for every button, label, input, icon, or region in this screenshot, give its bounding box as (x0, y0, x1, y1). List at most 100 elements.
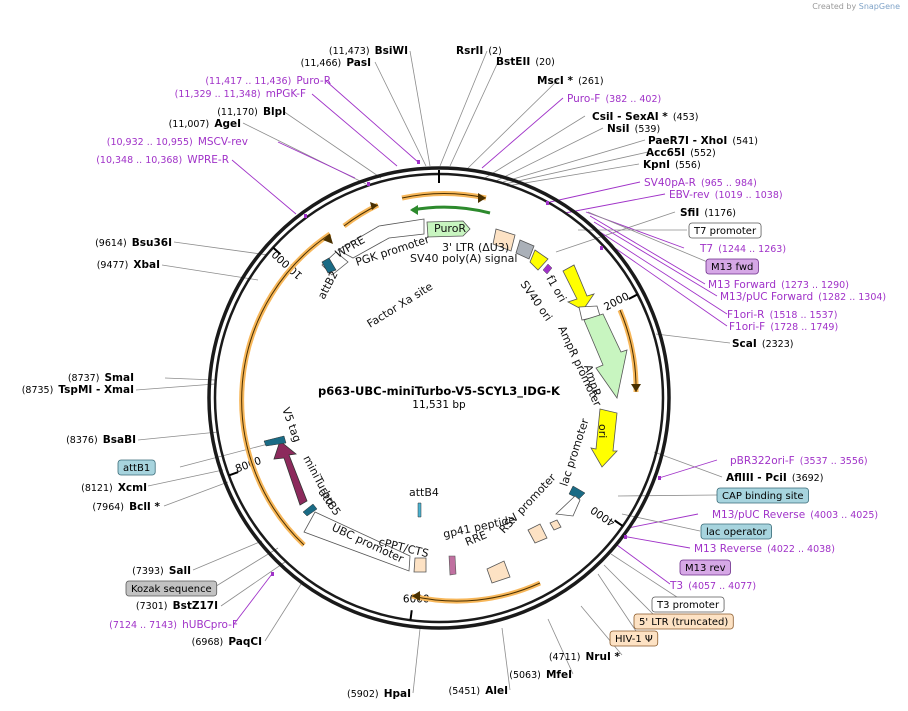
site-name: WPRE-R (187, 154, 229, 166)
primer-site-42[interactable]: F1ori-R (1518 .. 1537) (727, 303, 837, 322)
enzyme-site-12[interactable]: (8376) BsaBI (66, 428, 136, 447)
primer-site-40[interactable]: M13 Forward (1273 .. 1290) (708, 273, 849, 292)
lac-promoter-feature[interactable] (555, 495, 581, 517)
enzyme-site-46[interactable]: AflIII - PciI (3692) (726, 466, 823, 485)
miniturbo-feature[interactable] (273, 440, 308, 506)
attb4-feature[interactable] (417, 502, 422, 518)
rsv-promoter-feature[interactable] (527, 523, 548, 544)
primer-site-35[interactable]: EBV-rev (1019 .. 1038) (669, 183, 783, 202)
enzyme-site-11[interactable]: (8735) TspMI - XmaI (22, 378, 134, 397)
enzyme-site-18[interactable]: (7301) BstZ17I (136, 594, 218, 613)
primer-site-3[interactable]: (11,329 .. 11,348) mPGK-F (175, 82, 306, 101)
site-name: EBV-rev (669, 189, 710, 201)
feature-box-54[interactable]: 5' LTR (truncated) (633, 613, 734, 630)
primer-site-43[interactable]: F1ori-F (1728 .. 1749) (729, 315, 838, 334)
feature-box-label: M13 fwd (711, 262, 753, 273)
tick-mark (628, 293, 639, 300)
primer-site-6[interactable]: (10,932 .. 10,955) MSCV-rev (107, 130, 248, 149)
primer-site-45[interactable]: pBR322ori-F (3537 .. 3556) (730, 449, 868, 468)
site-name: KpnI (643, 159, 670, 171)
enzyme-site-16[interactable]: (7393) SalI (132, 559, 191, 578)
site-name: mPGK-F (266, 88, 306, 100)
primer-site-28[interactable]: Puro-F (382 .. 402) (567, 87, 661, 106)
site-name: Bsu36I (132, 237, 172, 249)
enzyme-site-5[interactable]: (11,007) AgeI (169, 112, 241, 131)
enzyme-site-21[interactable]: (5902) HpaI (347, 682, 411, 701)
enzyme-site-36[interactable]: SfiI (1176) (680, 201, 736, 220)
sv40-ori-small-feature[interactable] (529, 249, 549, 271)
enzyme-site-15[interactable]: (7964) BclI * (92, 495, 160, 514)
puror-orf-arrowhead (410, 205, 418, 215)
enzyme-site-14[interactable]: (8121) XcmI (81, 476, 147, 495)
enzyme-site-24[interactable]: (4711) NruI * (549, 645, 621, 664)
feature-label-f1-ori: f1 ori (543, 273, 569, 304)
pgk-promoter-feature[interactable] (337, 218, 425, 259)
primer-site-52[interactable]: T3 (4057 .. 4077) (669, 574, 756, 593)
ori-feature[interactable] (590, 408, 618, 468)
primer-site-50[interactable]: M13 Reverse (4022 .. 4038) (694, 537, 835, 556)
ltr3-feature[interactable] (492, 228, 516, 252)
enzyme-site-25[interactable]: RsrII (2) (456, 39, 502, 58)
enzyme-site-1[interactable]: (11,466) PasI (301, 51, 371, 70)
site-position: (5063) (509, 670, 541, 681)
site-position: (382 .. 402) (605, 94, 661, 105)
v5-tag-feature[interactable] (263, 435, 287, 447)
enzyme-site-20[interactable]: (6968) PaqCI (192, 630, 262, 649)
feature-box-37[interactable]: T7 promoter (688, 222, 762, 239)
enzyme-site-32[interactable]: Acc65I (552) (646, 141, 716, 160)
site-position: (261) (578, 76, 604, 87)
site-position: (11,473) (329, 46, 370, 57)
feature-box-13[interactable]: attB1 (117, 459, 156, 476)
enzyme-site-22[interactable]: (5451) AleI (449, 679, 508, 698)
enzyme-site-44[interactable]: ScaI (2323) (732, 332, 793, 351)
enzyme-site-29[interactable]: CsiI - SexAI * (453) (592, 105, 698, 124)
enzyme-site-8[interactable]: (9614) Bsu36I (95, 231, 172, 250)
feature-box-39[interactable]: M13 fwd (705, 258, 759, 275)
site-position: (1273 .. 1290) (781, 280, 849, 291)
site-name: T7 (699, 243, 713, 255)
cppt-feature[interactable] (413, 557, 427, 573)
enzyme-site-10[interactable]: (8737) SmaI (68, 366, 134, 385)
site-position: (11,329 .. 11,348) (175, 89, 261, 100)
enzyme-site-30[interactable]: NsiI (539) (607, 117, 660, 136)
enzyme-site-31[interactable]: PaeR7I - XhoI (541) (648, 129, 758, 148)
ampr-feature[interactable] (583, 313, 628, 399)
feature-box-51[interactable]: M13 rev (679, 559, 731, 576)
ubc-promoter-feature[interactable] (303, 511, 411, 572)
feature-box-17[interactable]: Kozak sequence (125, 580, 218, 597)
site-name: ScaI (732, 338, 757, 350)
f1-ori-feature[interactable] (562, 264, 595, 311)
primer-site-48[interactable]: M13/pUC Reverse (4003 .. 4025) (712, 503, 878, 522)
site-name: MSCV-rev (198, 136, 248, 148)
feature-box-53[interactable]: T3 promoter (651, 596, 725, 613)
rre-feature[interactable] (486, 560, 511, 584)
primer-site-41[interactable]: M13/pUC Forward (1282 .. 1304) (720, 285, 886, 304)
enzyme-site-33[interactable]: KpnI (556) (643, 153, 701, 172)
feature-box-label: HIV-1 Ψ (615, 634, 653, 645)
enzyme-site-9[interactable]: (9477) XbaI (97, 253, 160, 272)
primer-site-19[interactable]: (7124 .. 7143) hUBCpro-F (109, 613, 238, 632)
primer-site-34[interactable]: SV40pA-R (965 .. 984) (644, 171, 757, 190)
feature-box-55[interactable]: HIV-1 Ψ (609, 630, 659, 647)
site-position: (5451) (449, 686, 481, 697)
enzyme-site-23[interactable]: (5063) MfeI (509, 663, 572, 682)
primer-site-38[interactable]: T7 (1244 .. 1263) (699, 237, 786, 256)
puror-feature[interactable] (426, 220, 471, 238)
attb2-feature[interactable] (321, 257, 337, 274)
site-position: (1176) (704, 208, 736, 219)
primer-site-7[interactable]: (10,348 .. 10,368) WPRE-R (96, 148, 229, 167)
primer-site-2[interactable]: (11,417 .. 11,436) Puro-R (205, 69, 331, 88)
enzyme-site-4[interactable]: (11,170) BlpI (217, 100, 286, 119)
enzyme-site-0[interactable]: (11,473) BsiWI (329, 39, 408, 58)
feature-box-47[interactable]: CAP binding site (716, 487, 809, 504)
feature-label-lac-promoter: lac promoter (557, 417, 591, 488)
site-position: (4057 .. 4077) (688, 581, 756, 592)
attb5-feature[interactable] (302, 503, 318, 517)
enzyme-site-27[interactable]: MscI * (261) (537, 69, 604, 88)
feature-box-label: T3 promoter (656, 600, 720, 611)
primer-leader-lines (231, 80, 728, 625)
feature-box-49[interactable]: lac operator (700, 523, 772, 540)
site-name: Acc65I (646, 147, 685, 159)
sv40-polya-feature[interactable] (515, 239, 535, 260)
enzyme-site-26[interactable]: BstEII (20) (496, 50, 555, 69)
